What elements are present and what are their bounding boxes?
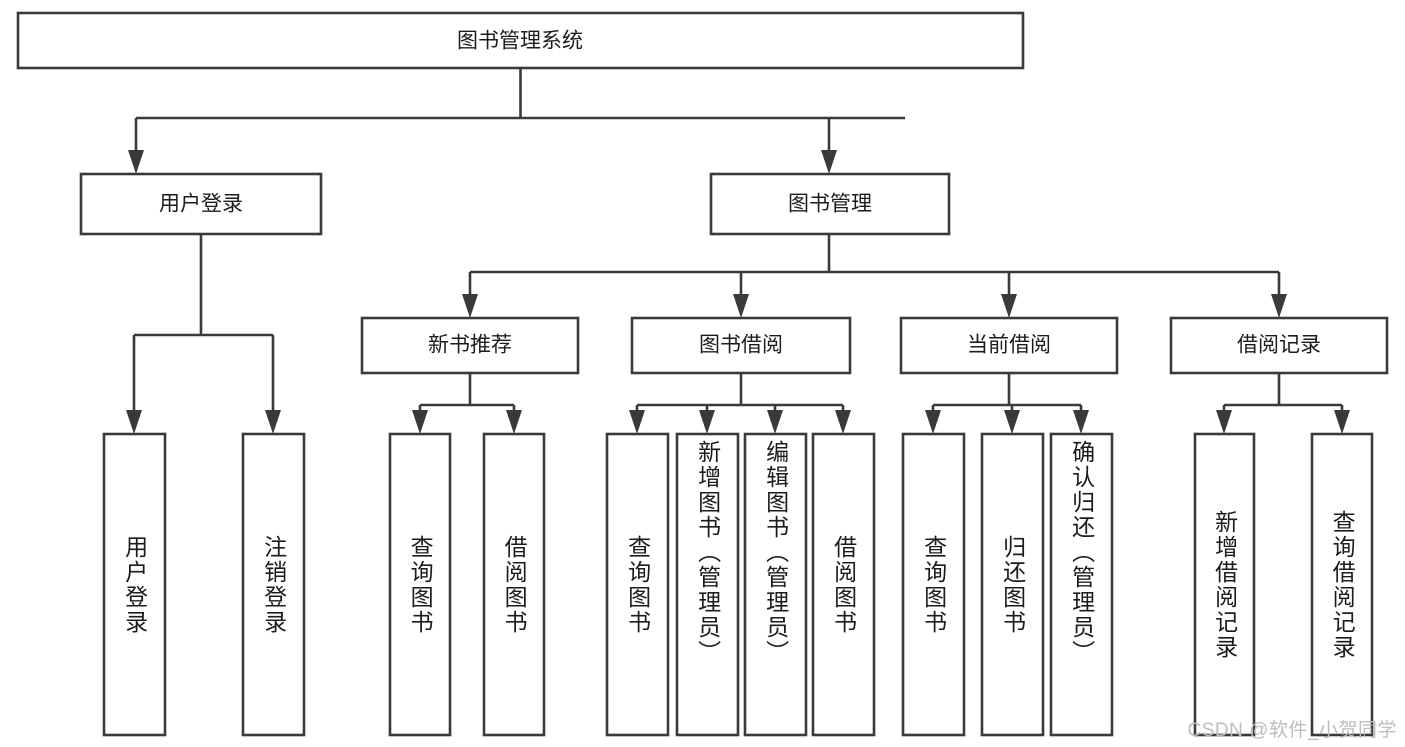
leaf-box-add-record[interactable]: [1193, 432, 1256, 737]
node-current-borrow-label: 当前借阅: [967, 334, 1051, 357]
arrow-to-leaf-user-login: [126, 410, 142, 434]
leaf-box-user-login[interactable]: [102, 432, 167, 737]
arrow-to-leaf-borrow-book-b: [835, 410, 851, 434]
leaf-box-borrow-book-b[interactable]: [811, 432, 876, 737]
arrow-to-leaf-add-book: [699, 410, 715, 434]
leaf-box-edit-book[interactable]: [743, 432, 808, 737]
arrow-to-leaf-confirm-return: [1073, 410, 1089, 434]
node-borrow-record-label: 借阅记录: [1237, 334, 1321, 357]
leaf-box-query-book-b[interactable]: [605, 432, 670, 737]
node-user-login-box[interactable]: [79, 172, 323, 236]
leaf-box-logout[interactable]: [241, 432, 306, 737]
arrow-to-book-borrow: [733, 294, 749, 318]
arrow-to-new-book-recommend: [462, 294, 478, 318]
arrow-to-leaf-return-book: [1004, 410, 1020, 434]
node-root-box[interactable]: [16, 11, 1025, 70]
leaf-box-query-book-c[interactable]: [901, 432, 966, 737]
leaf-box-borrow-book-a[interactable]: [482, 432, 546, 737]
leaf-box-add-book[interactable]: [675, 432, 740, 737]
node-book-manage-box[interactable]: [709, 172, 951, 236]
arrow-to-leaf-query-record: [1334, 410, 1350, 434]
node-current-borrow-box[interactable]: [899, 316, 1119, 375]
leaf-box-query-book-a[interactable]: [388, 432, 452, 737]
node-layer: 图书管理系统 用户登录 图书管理 新书推荐 图书借阅 当前借阅 借阅记录: [16, 11, 1389, 737]
arrow-to-leaf-borrow-book-a: [506, 410, 522, 434]
arrow-to-borrow-record: [1271, 294, 1287, 318]
arrow-to-current-borrow: [1001, 294, 1017, 318]
leaf-box-confirm-return[interactable]: [1049, 432, 1114, 737]
leaf-box-query-record[interactable]: [1310, 432, 1374, 737]
arrow-to-leaf-query-book-b: [629, 410, 645, 434]
node-user-login-label: 用户登录: [159, 193, 243, 216]
node-book-borrow-label: 图书借阅: [699, 334, 783, 357]
node-new-book-recommend-box[interactable]: [360, 316, 580, 375]
csdn-watermark: CSDN @软件_小贺同学: [1187, 720, 1397, 741]
arrow-to-leaf-query-book-a: [412, 410, 428, 434]
node-borrow-record-box[interactable]: [1169, 316, 1389, 375]
node-book-borrow-box[interactable]: [630, 316, 852, 375]
arrow-to-leaf-add-record: [1216, 410, 1232, 434]
arrow-to-leaf-edit-book: [767, 410, 783, 434]
leaf-box-return-book[interactable]: [980, 432, 1045, 737]
node-root-label: 图书管理系统: [457, 30, 583, 53]
arrow-to-leaf-query-book-c: [925, 410, 941, 434]
node-new-book-recommend-label: 新书推荐: [428, 334, 512, 357]
arrow-root-to-book-manage: [821, 150, 837, 174]
node-book-manage-label: 图书管理: [788, 193, 872, 216]
arrow-to-leaf-logout: [265, 410, 281, 434]
connector-layer: [126, 68, 1350, 434]
arrow-root-to-user-login: [128, 150, 144, 174]
